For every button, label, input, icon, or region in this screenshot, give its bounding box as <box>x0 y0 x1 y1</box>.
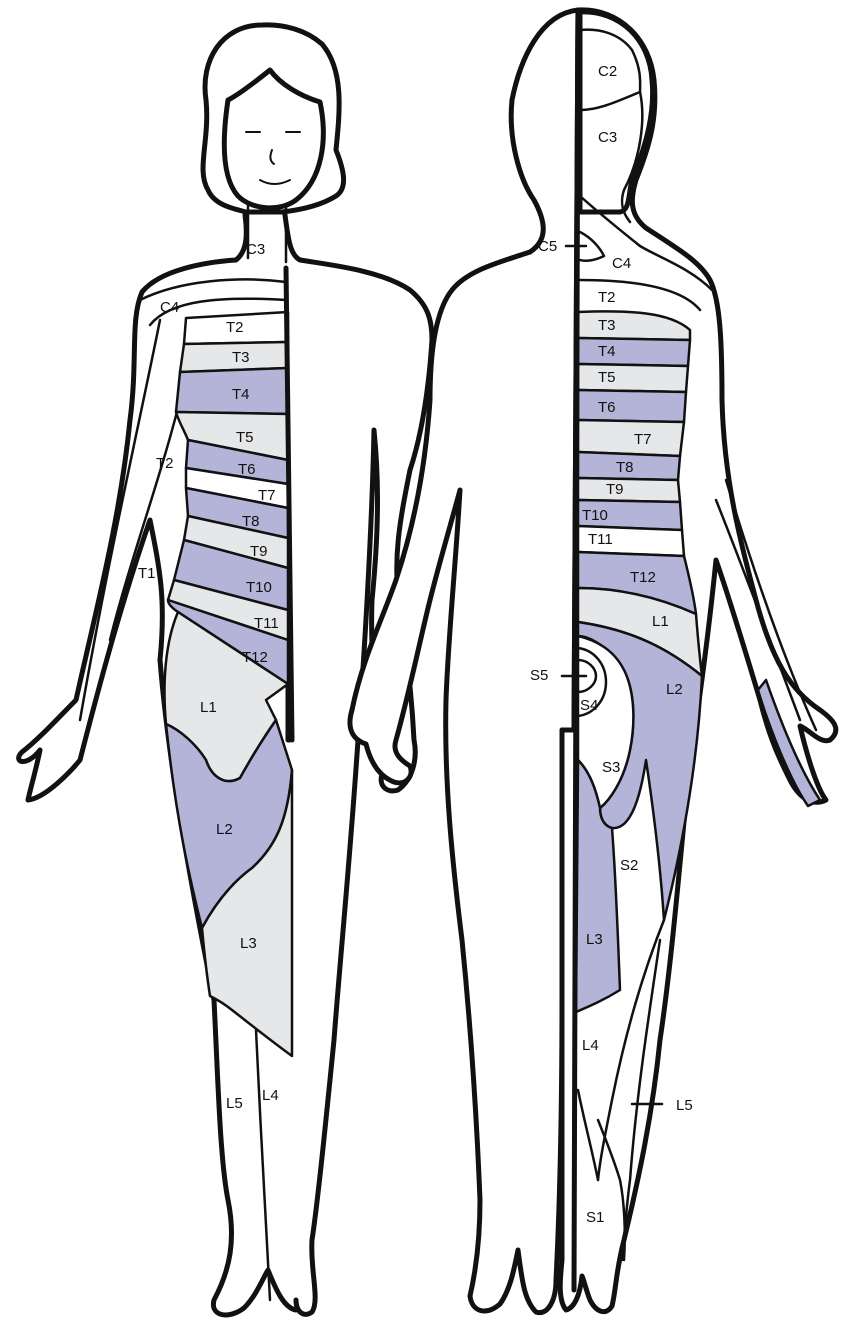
front-label-t11: T11 <box>254 615 279 632</box>
front-label-arm-t1: T1 <box>138 565 156 582</box>
back-label-c2: C2 <box>598 63 617 80</box>
back-band-t7 <box>578 420 684 456</box>
back-label-t9: T9 <box>606 481 624 498</box>
back-label-c3: C3 <box>598 129 617 146</box>
front-label-l3: L3 <box>240 935 257 952</box>
back-band-t4 <box>578 338 690 366</box>
front-label-l5: L5 <box>226 1095 243 1112</box>
back-label-t6: T6 <box>598 399 616 416</box>
back-label-t7: T7 <box>634 431 652 448</box>
back-label-t3: T3 <box>598 317 616 334</box>
front-label-t7: T7 <box>258 487 276 504</box>
front-label-l1: L1 <box>200 699 217 716</box>
back-band-t9 <box>578 478 680 502</box>
back-label-t12: T12 <box>630 569 656 586</box>
back-label-t4: T4 <box>598 343 616 360</box>
back-label-l3: L3 <box>586 931 603 948</box>
back-label-l2: L2 <box>666 681 683 698</box>
front-label-t4: T4 <box>232 386 250 403</box>
back-label-t8: T8 <box>616 459 634 476</box>
front-label-t3: T3 <box>232 349 250 366</box>
back-label-l5: L5 <box>676 1097 693 1114</box>
back-label-s3: S3 <box>602 759 620 776</box>
front-label-c3: C3 <box>246 241 265 258</box>
front-label-t2: T2 <box>226 319 244 336</box>
back-figure: C2 C3 C5 C4 T2 T3 T4 T5 T6 T7 T8 T9 T10 … <box>350 10 836 1313</box>
back-label-s2: S2 <box>620 857 638 874</box>
back-label-c5: C5 <box>538 238 557 255</box>
front-label-l2: L2 <box>216 821 233 838</box>
back-left-outline <box>350 10 578 1313</box>
back-label-t5: T5 <box>598 369 616 386</box>
back-label-l1: L1 <box>652 613 669 630</box>
front-label-arm-t2: T2 <box>156 455 174 472</box>
back-label-s4: S4 <box>580 697 598 714</box>
front-label-t8: T8 <box>242 513 260 530</box>
front-label-t6: T6 <box>238 461 256 478</box>
back-label-t2: T2 <box>598 289 616 306</box>
front-label-t5: T5 <box>236 429 254 446</box>
back-label-s1: S1 <box>586 1209 604 1226</box>
back-label-s5: S5 <box>530 667 548 684</box>
back-label-t10: T10 <box>582 507 608 524</box>
back-label-t11: T11 <box>588 531 613 548</box>
back-band-t5 <box>578 364 688 392</box>
front-label-t10: T10 <box>246 579 272 596</box>
back-label-c4: C4 <box>612 255 631 272</box>
front-label-c4: C4 <box>160 299 179 316</box>
front-label-l4: L4 <box>262 1087 279 1104</box>
front-label-t12: T12 <box>242 649 268 666</box>
back-label-l4: L4 <box>582 1037 599 1054</box>
front-label-t9: T9 <box>250 543 268 560</box>
back-band-t6 <box>578 390 686 422</box>
